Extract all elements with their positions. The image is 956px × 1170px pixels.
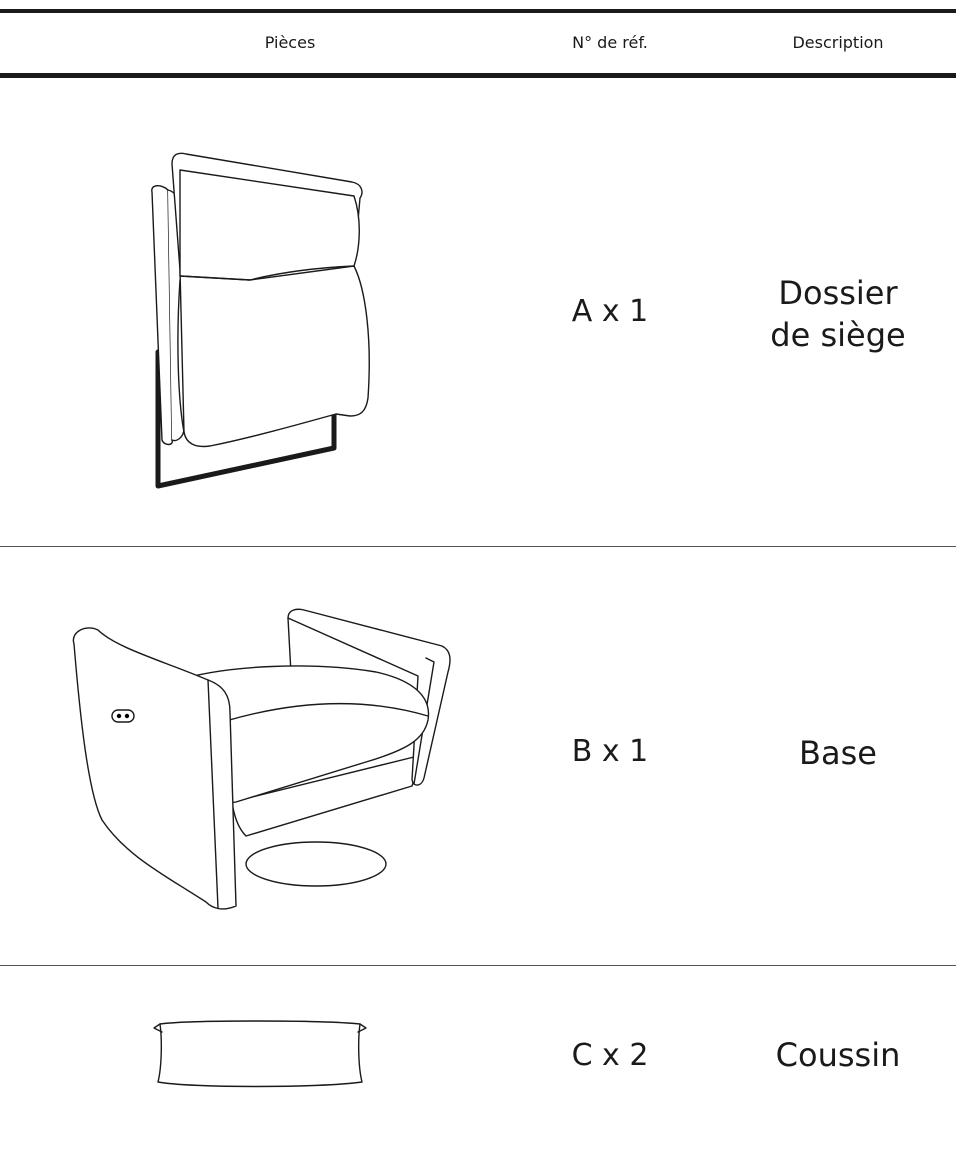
description-c: Coussin xyxy=(775,1036,901,1074)
row-divider xyxy=(0,546,956,547)
cushion-illustration xyxy=(153,1020,367,1088)
table-top-rule xyxy=(0,9,956,13)
ref-c: C x 2 xyxy=(571,1038,649,1073)
description-a-line1: Dossier xyxy=(778,274,898,312)
header-description: Description xyxy=(792,33,884,52)
ref-a: A x 1 xyxy=(571,294,649,329)
seat-back-illustration xyxy=(151,152,370,489)
description-b: Base xyxy=(799,734,877,772)
row-divider xyxy=(0,965,956,966)
header-ref-number: N° de réf. xyxy=(572,33,648,52)
table-header-rule xyxy=(0,73,956,78)
description-a-line2: de siège xyxy=(770,316,906,354)
ref-b: B x 1 xyxy=(571,734,649,769)
armchair-base-illustration xyxy=(72,608,451,910)
header-pieces: Pièces xyxy=(264,33,316,52)
